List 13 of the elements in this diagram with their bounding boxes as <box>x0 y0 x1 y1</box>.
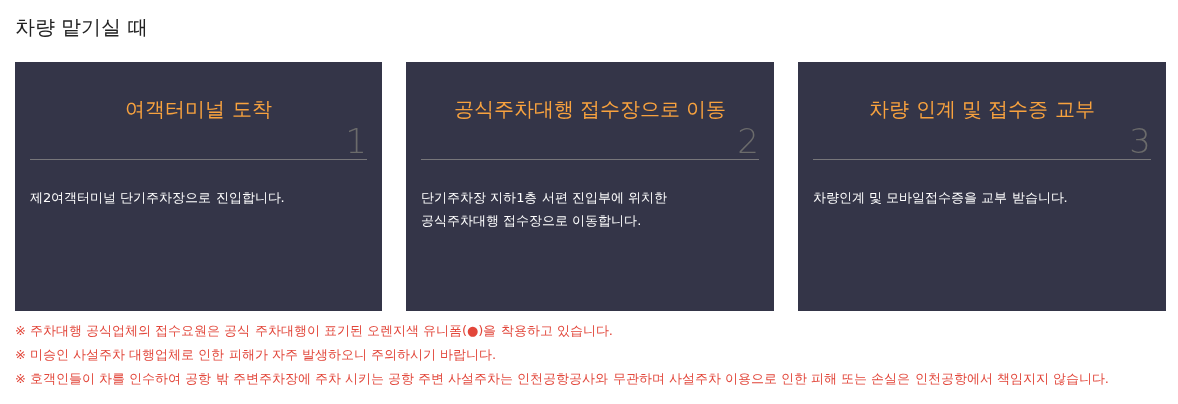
step-title: 차량 인계 및 접수증 교부 <box>869 96 1095 123</box>
notice-text: ※ 주차대행 공식업체의 접수요원은 공식 주차대행이 표기된 오렌지색 유니폼(●)을 착용하고 있습니다. <box>15 322 613 340</box>
step-title: 여객터미널 도착 <box>125 96 272 123</box>
step-description: 단기주차장 지하1층 서편 진입부에 위치한 공식주차대행 접수장으로 이동합니다. <box>421 189 668 230</box>
step-description: 차량인계 및 모바일접수증을 교부 받습니다. <box>813 189 1068 207</box>
step-title: 공식주차대행 접수장으로 이동 <box>453 96 727 123</box>
notice-text: ※ 미승인 사설주차 대행업체로 인한 피해가 자주 발생하오니 주의하시기 바랍니다. <box>15 346 497 364</box>
step-description: 제2여객터미널 단기주차장으로 진입합니다. <box>30 189 285 207</box>
step-card <box>798 62 1166 311</box>
step-card <box>406 62 774 311</box>
notice-text: ※ 호객인들이 차를 인수하여 공항 밖 주변주차장에 주차 시키는 공항 주변 사설주차는 인천공항공사와 무관하며 사설주차 이용으로 인한 피해 또는 손실은 인천공항에서 책임지지 않습니다. <box>15 370 1109 388</box>
page-title: 차량 맡기실 때 <box>15 14 148 41</box>
step-card <box>15 62 382 311</box>
